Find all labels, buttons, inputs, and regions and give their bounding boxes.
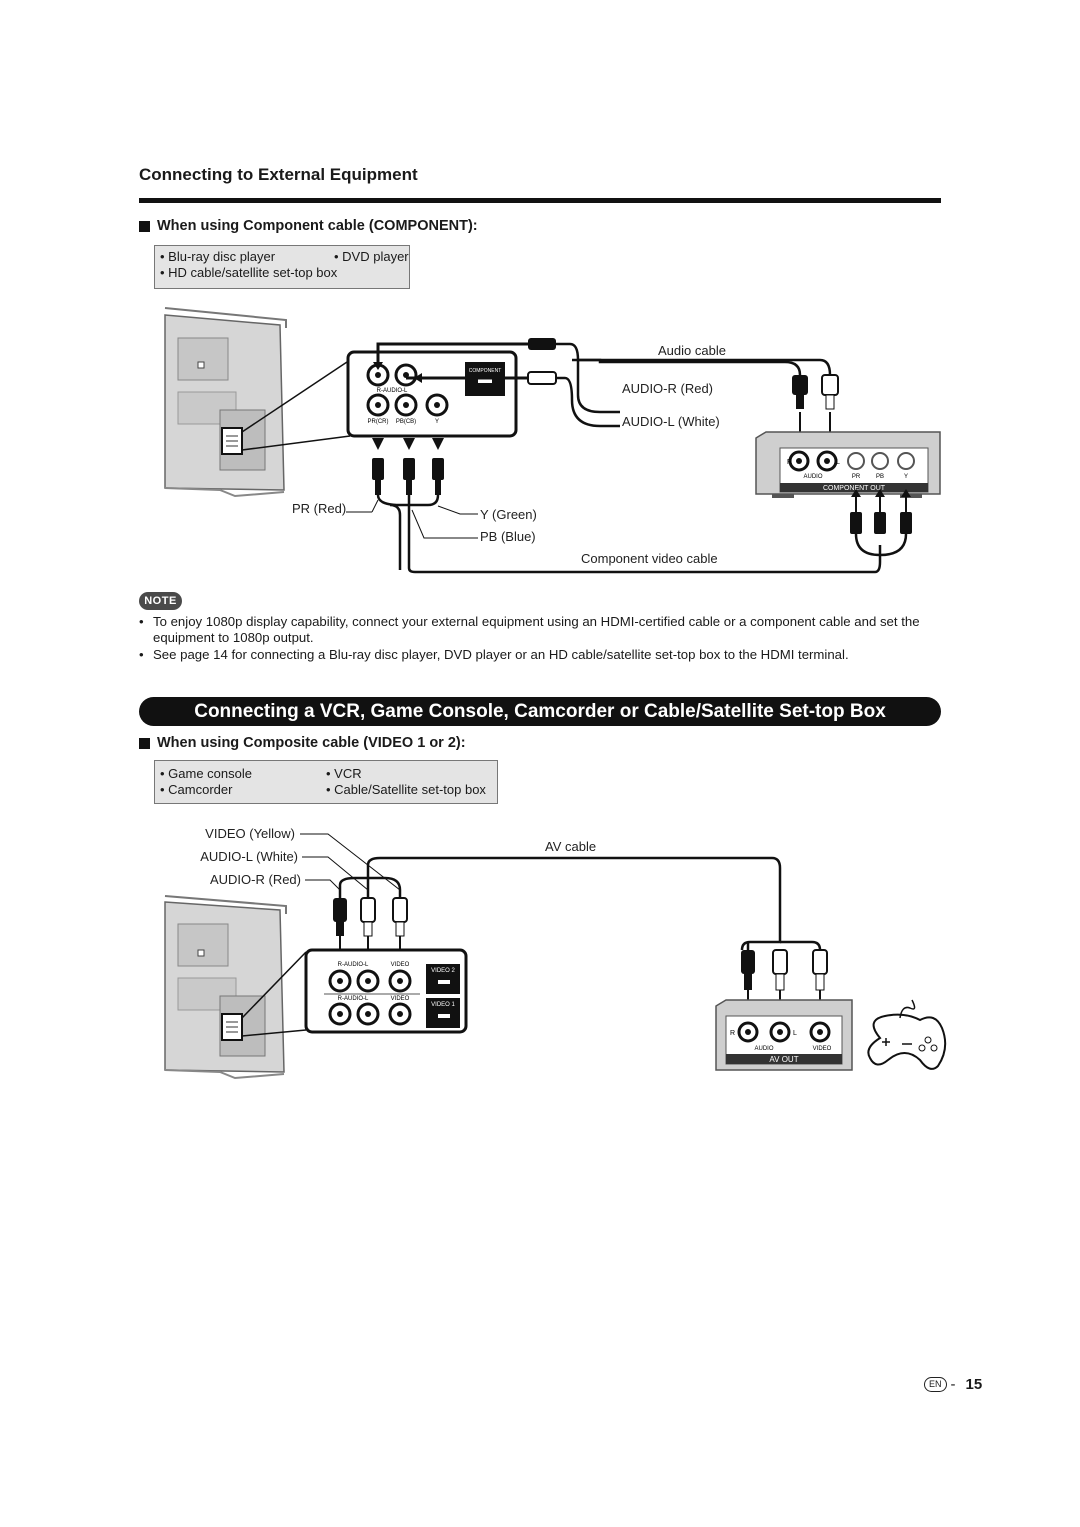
r-audio-l-label: R-AUDIO-L <box>377 388 408 394</box>
language-badge: EN <box>924 1377 947 1392</box>
r-label: R <box>730 1030 735 1037</box>
square-bullet-icon <box>139 737 150 749</box>
component-video-cable-label: Component video cable <box>581 551 718 566</box>
note-item: •See page 14 for connecting a Blu-ray di… <box>139 647 849 662</box>
pb-cb-label: PB(CB) <box>396 419 416 425</box>
page-number: EN - 15 <box>924 1376 982 1393</box>
av-cable-label: AV cable <box>545 839 596 854</box>
audio-cable <box>373 338 839 448</box>
device-item: • VCR <box>326 766 362 781</box>
audio-label: AUDIO <box>754 1046 773 1052</box>
r-audio-l-label: R-AUDIO-L <box>338 996 369 1002</box>
video-label: VIDEO <box>391 962 410 968</box>
component-video-cable <box>372 438 912 574</box>
section-title: Connecting to External Equipment <box>139 165 418 184</box>
pr-cr-label: PR(CR) <box>368 419 389 425</box>
component-device-box: • Blu-ray disc player • DVD player • HD … <box>154 245 410 289</box>
composite-device-box: • Game console • VCR • Camcorder • Cable… <box>154 760 498 804</box>
tv-video-panel: R-AUDIO-L VIDEO VIDEO 2 R-AUDIO-L VIDEO … <box>304 948 468 1034</box>
tv-component-panel: R-AUDIO-L PR(CR) PB(CB) Y COMPONENT <box>346 350 518 438</box>
player-device-illustration: R L AUDIO PR PB Y COMPONENT OUT <box>755 431 941 498</box>
video-label: VIDEO <box>813 1046 832 1052</box>
pb-label: PB <box>876 474 884 480</box>
device-item: • DVD player <box>334 249 409 264</box>
page-number-value: 15 <box>965 1376 983 1393</box>
component-diagram: R-AUDIO-L PR(CR) PB(CB) Y COMPONENT Audi… <box>164 307 941 574</box>
video2-label: VIDEO 2 <box>431 968 455 974</box>
r-audio-l-label: R-AUDIO-L <box>338 962 369 968</box>
tv-rear-illustration <box>164 307 287 498</box>
device-item: • Camcorder <box>160 782 233 797</box>
game-controller-icon <box>867 999 947 1070</box>
note-badge: NOTE <box>139 592 182 610</box>
device-item: • Blu-ray disc player <box>160 249 276 264</box>
composite-heading-text: When using Composite cable (VIDEO 1 or 2… <box>157 735 466 751</box>
audio-l-label: AUDIO-L (White) <box>622 414 720 429</box>
video-yellow-label: VIDEO (Yellow) <box>205 826 295 841</box>
pr-red-label: PR (Red) <box>292 501 346 516</box>
component-out-label: COMPONENT OUT <box>823 485 886 492</box>
y-green-label: Y (Green) <box>480 507 537 522</box>
composite-diagram: VIDEO (Yellow) AUDIO-L (White) AUDIO-R (… <box>164 826 947 1080</box>
r-label: R <box>787 459 792 466</box>
l-label: L <box>793 1030 797 1037</box>
y-label: Y <box>904 474 908 480</box>
tv-rear-illustration <box>164 895 287 1080</box>
component-terminal-label: COMPONENT <box>469 368 502 374</box>
section-banner: Connecting a VCR, Game Console, Camcorde… <box>139 697 941 726</box>
audio-label: AUDIO <box>803 474 822 480</box>
audio-r-label: AUDIO-R (Red) <box>622 381 713 396</box>
device-item: • HD cable/satellite set-top box <box>160 265 338 280</box>
av-out-label: AV OUT <box>769 1055 798 1064</box>
device-item: • Game console <box>160 766 252 781</box>
av-device-illustration: R L AUDIO VIDEO AV OUT <box>715 999 853 1071</box>
pb-blue-label: PB (Blue) <box>480 529 536 544</box>
l-label: L <box>836 459 840 466</box>
video-label: VIDEO <box>391 996 410 1002</box>
component-heading: When using Component cable (COMPONENT): <box>139 218 478 234</box>
pr-label: PR <box>852 474 861 480</box>
composite-heading: When using Composite cable (VIDEO 1 or 2… <box>139 735 466 751</box>
component-heading-text: When using Component cable (COMPONENT): <box>157 218 478 234</box>
note-item: •To enjoy 1080p display capability, conn… <box>139 614 920 645</box>
section-rule <box>139 198 941 203</box>
video1-label: VIDEO 1 <box>431 1002 455 1008</box>
audio-l-white-label: AUDIO-L (White) <box>200 849 298 864</box>
audio-cable-label: Audio cable <box>658 343 726 358</box>
y-label: Y <box>435 419 439 425</box>
device-item: • Cable/Satellite set-top box <box>326 782 486 797</box>
audio-r-red-label: AUDIO-R (Red) <box>210 872 301 887</box>
square-bullet-icon <box>139 220 150 232</box>
